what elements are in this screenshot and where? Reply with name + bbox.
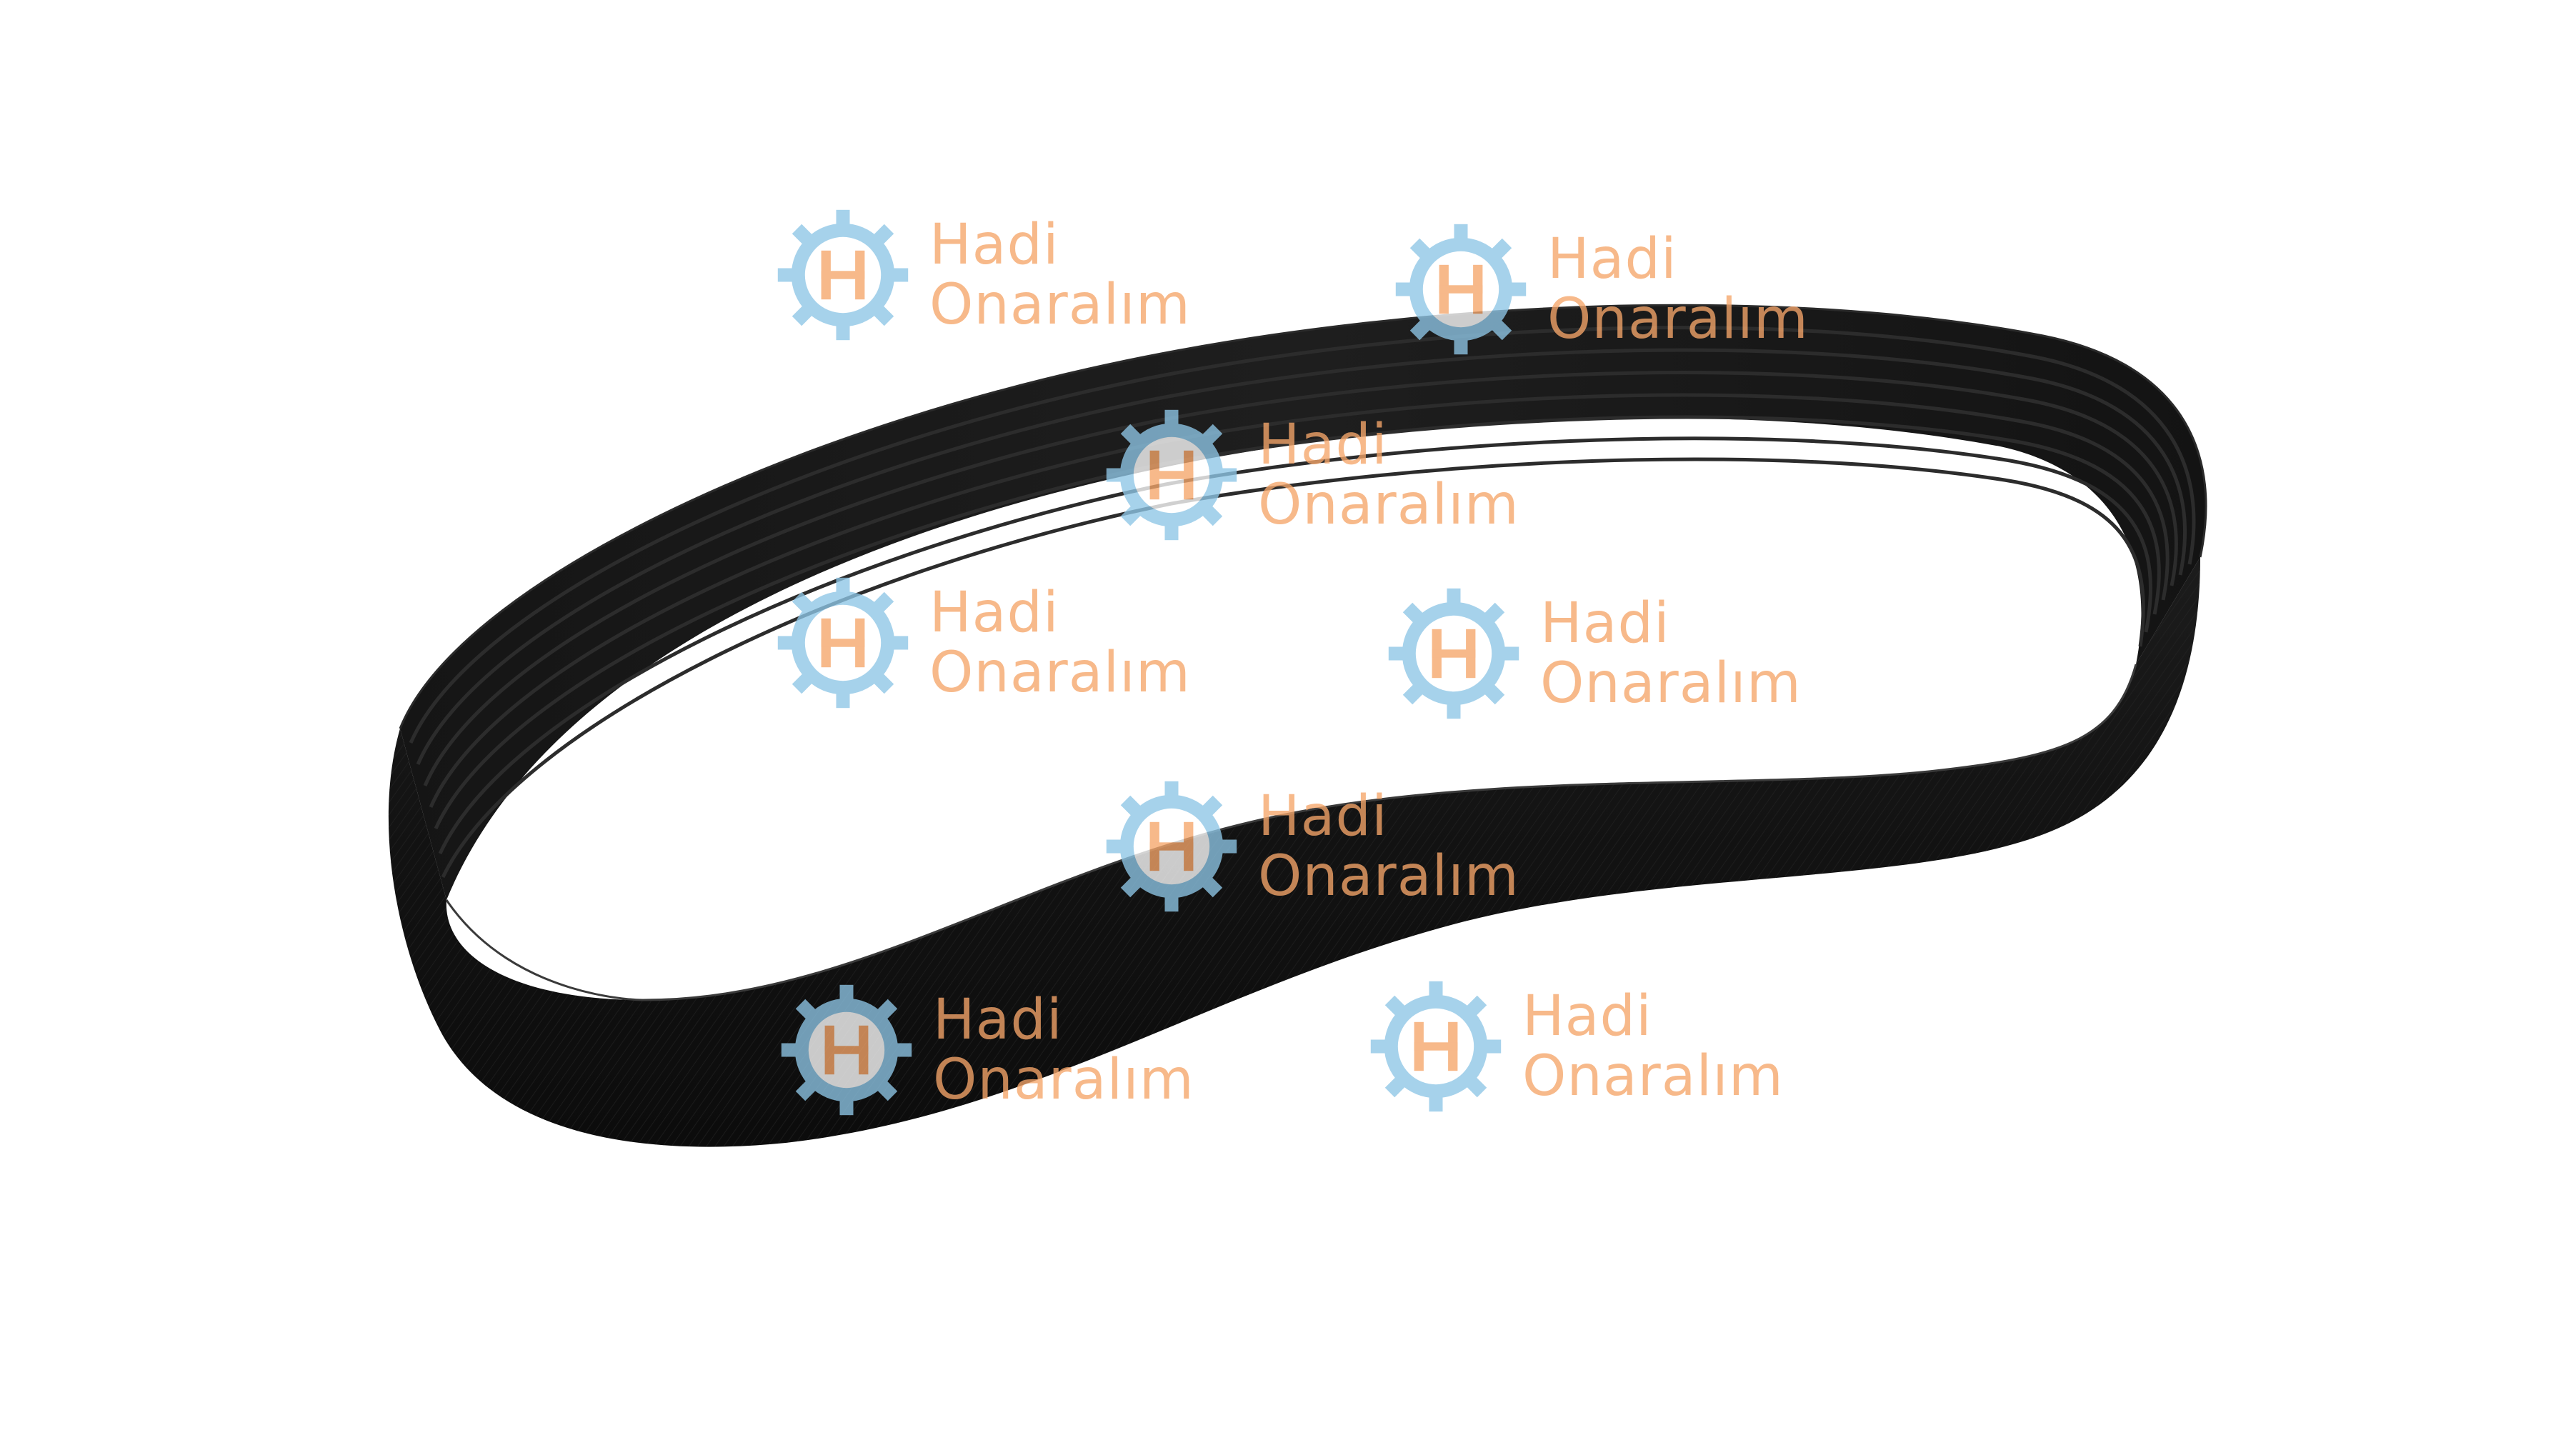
belt-ribbed-inner-band <box>400 305 2207 900</box>
belt-rib-lines <box>409 326 2196 879</box>
